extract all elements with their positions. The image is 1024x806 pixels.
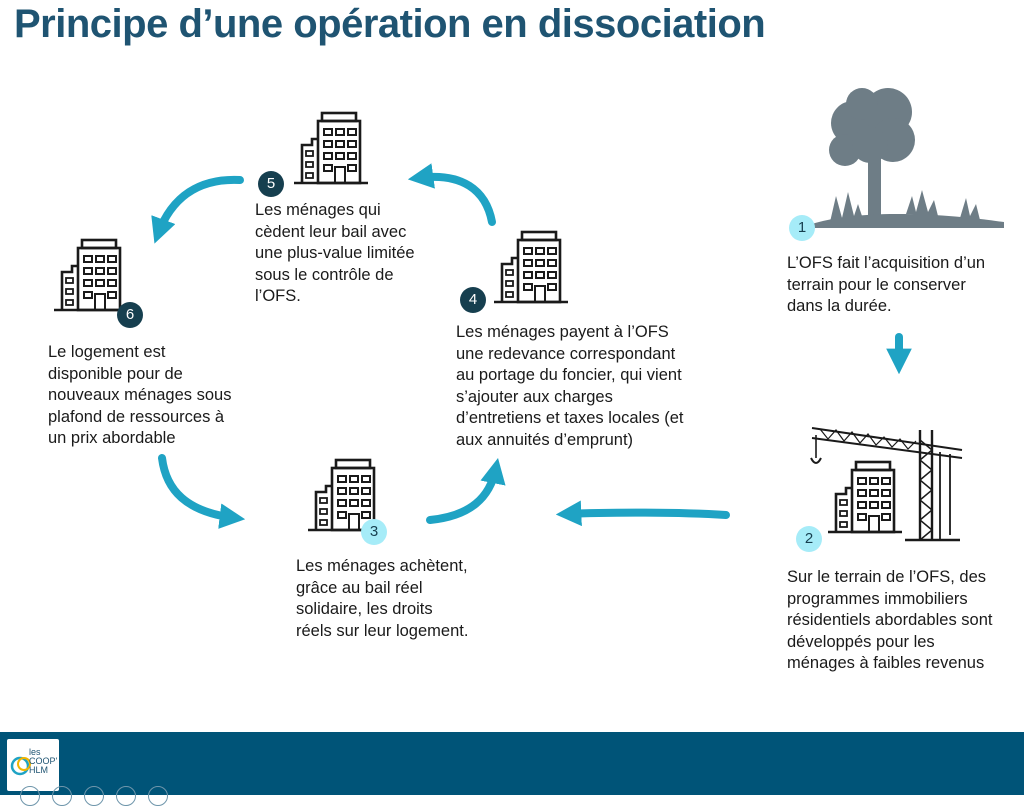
step-1-badge: 1 <box>789 215 815 241</box>
share-icon-4[interactable] <box>116 786 136 806</box>
coop-hlm-logo: les COOP' HLM <box>7 739 59 791</box>
step-5-badge: 5 <box>258 171 284 197</box>
tree-icon <box>812 88 1004 228</box>
footer-bar <box>0 732 1024 795</box>
share-icon-3[interactable] <box>84 786 104 806</box>
step-6-text: Le logement est disponible pour de nouve… <box>48 343 232 447</box>
step-4-text: Les ménages payent à l’OFS une redevance… <box>456 323 684 449</box>
step-3-text: Les ménages achètent, grâce au bail réel… <box>296 557 469 640</box>
building-icon-6 <box>52 238 130 312</box>
cycle-arrow-icon <box>151 163 912 529</box>
arrow-2-to-3 <box>555 500 730 527</box>
logo-rings-icon <box>10 756 31 776</box>
step-1-text: L’OFS fait l’acquisition d’un terrain po… <box>787 254 986 315</box>
step-4-badge: 4 <box>460 287 486 313</box>
step-3-badge: 3 <box>361 519 387 545</box>
arrow-3-to-4 <box>426 457 506 524</box>
arrow-5-to-6 <box>151 175 244 244</box>
building-icon-4 <box>492 230 570 304</box>
arrow-6-to-3 <box>158 454 246 529</box>
share-icon-1[interactable] <box>20 786 40 806</box>
share-icon-5[interactable] <box>148 786 168 806</box>
crane-icon <box>810 427 963 542</box>
share-icon-2[interactable] <box>52 786 72 806</box>
arrow-4-to-5 <box>407 163 496 226</box>
step-2-badge: 2 <box>796 526 822 552</box>
step-5-text: Les ménages qui cèdent leur bail avec un… <box>255 201 415 305</box>
logo-text: les COOP' HLM <box>29 747 58 775</box>
page-title: Principe d’une opération en dissociation <box>14 2 766 46</box>
building-icon-5 <box>292 111 370 185</box>
step-2-text: Sur le terrain de l’OFS, des programmes … <box>787 568 993 672</box>
step-6-badge: 6 <box>117 302 143 328</box>
building-icon-2 <box>826 460 904 534</box>
